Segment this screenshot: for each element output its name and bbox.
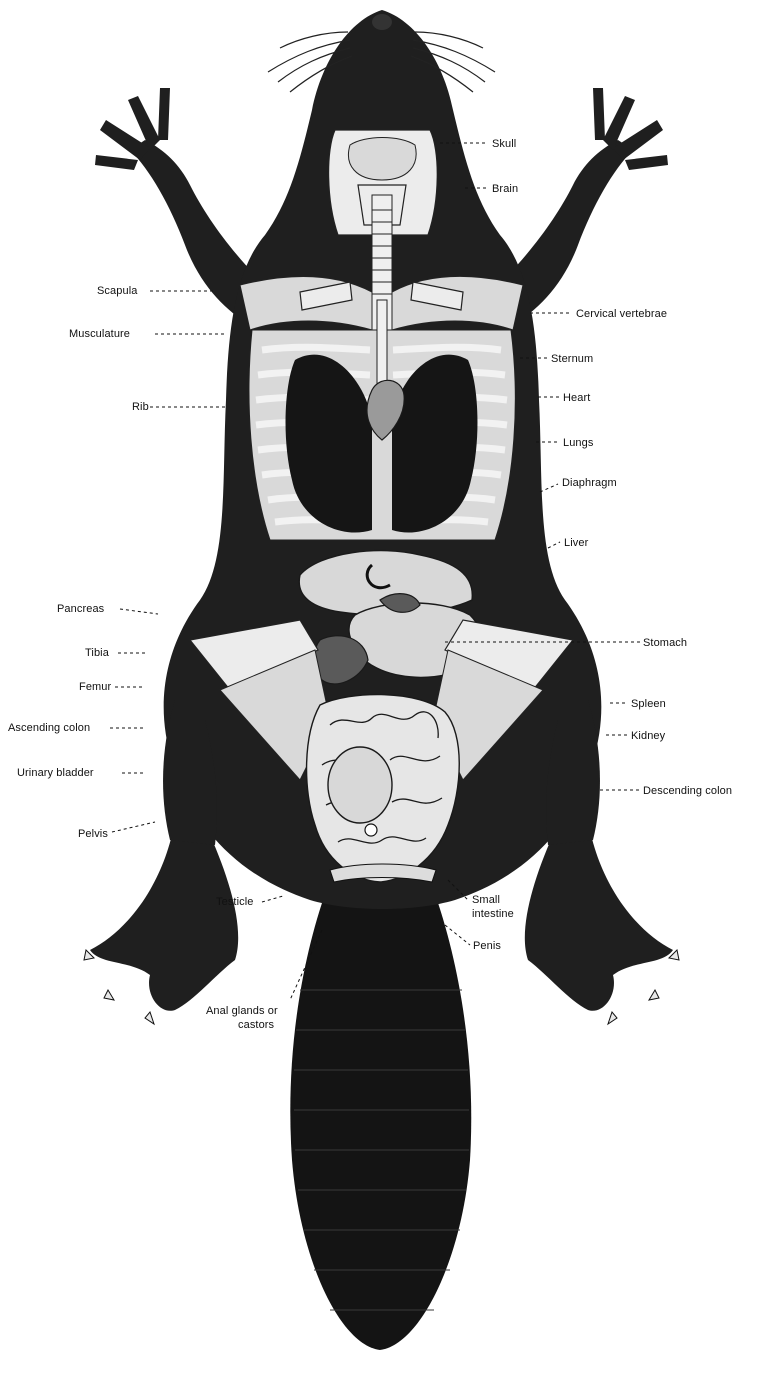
label-anal-glands-line2: castors xyxy=(238,1019,275,1031)
label-heart: Heart xyxy=(563,392,590,404)
label-testicle: Testicle xyxy=(216,896,253,908)
label-spleen: Spleen xyxy=(631,698,666,710)
label-group-urinary-bladder: Urinary bladder xyxy=(17,767,145,779)
label-pancreas: Pancreas xyxy=(57,603,105,615)
label-ascending-colon: Ascending colon xyxy=(8,722,90,734)
label-group-penis: Penis xyxy=(445,925,501,952)
label-diaphragm: Diaphragm xyxy=(562,477,617,489)
label-tibia: Tibia xyxy=(85,647,110,659)
label-group-pelvis: Pelvis xyxy=(78,822,155,840)
tail xyxy=(290,880,471,1350)
label-group-cervical-vertebrae: Cervical vertebrae xyxy=(530,308,667,320)
label-group-liver: Liver xyxy=(548,537,589,549)
label-group-pancreas: Pancreas xyxy=(57,603,158,615)
label-group-tibia: Tibia xyxy=(85,647,145,659)
label-group-heart: Heart xyxy=(538,392,590,404)
label-urinary-bladder: Urinary bladder xyxy=(17,767,94,779)
label-group-kidney: Kidney xyxy=(606,730,666,742)
rib-cage xyxy=(249,300,515,540)
label-cervical-vertebrae: Cervical vertebrae xyxy=(576,308,667,320)
label-descending-colon: Descending colon xyxy=(643,785,732,797)
label-femur: Femur xyxy=(79,681,112,693)
left-hind-foot xyxy=(84,820,238,1024)
right-arm xyxy=(503,88,668,325)
label-group-ascending-colon: Ascending colon xyxy=(8,722,145,734)
label-rib: Rib xyxy=(132,401,149,413)
label-group-femur: Femur xyxy=(79,681,145,693)
label-pelvis: Pelvis xyxy=(78,828,108,840)
label-group-scapula: Scapula xyxy=(97,285,215,297)
label-group-musculature: Musculature xyxy=(69,328,225,340)
label-group-testicle: Testicle xyxy=(216,896,283,908)
label-sternum: Sternum xyxy=(551,353,593,365)
label-group-rib: Rib xyxy=(132,401,228,413)
label-anal-glands-line1: Anal glands or xyxy=(206,1005,278,1017)
label-group-diaphragm: Diaphragm xyxy=(540,477,617,492)
label-musculature: Musculature xyxy=(69,328,130,340)
label-stomach: Stomach xyxy=(643,637,687,649)
label-skull: Skull xyxy=(492,138,516,150)
label-small-intestine-line2: intestine xyxy=(472,908,514,920)
label-group-spleen: Spleen xyxy=(610,698,666,710)
label-brain: Brain xyxy=(492,183,518,195)
label-liver: Liver xyxy=(564,537,589,549)
right-hind-foot xyxy=(525,820,679,1024)
label-small-intestine-line1: Small xyxy=(472,894,500,906)
label-penis: Penis xyxy=(473,940,501,952)
label-group-descending-colon: Descending colon xyxy=(600,785,732,797)
label-lungs: Lungs xyxy=(563,437,594,449)
label-group-lungs: Lungs xyxy=(536,437,594,449)
label-scapula: Scapula xyxy=(97,285,138,297)
beaver-illustration xyxy=(84,10,679,1350)
label-kidney: Kidney xyxy=(631,730,666,742)
